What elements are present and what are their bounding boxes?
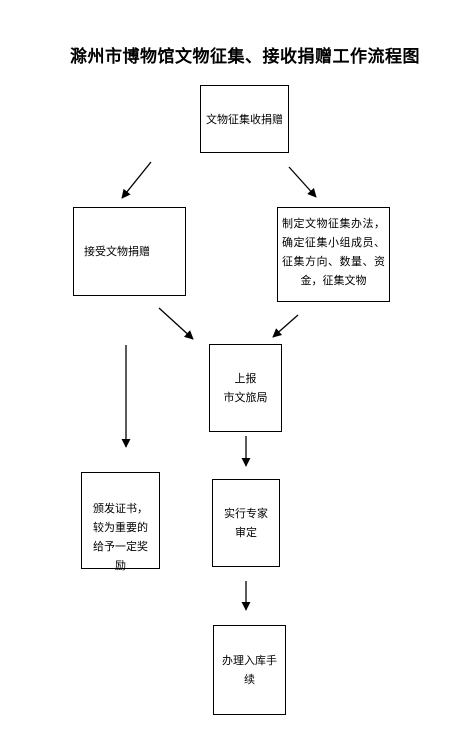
arrow-plan-to-report (272, 314, 299, 338)
node-certificate-label: 颁发证书，较为重要的给予一定奖励 (93, 502, 148, 572)
node-accept-donation: 接受文物捐赠 (73, 207, 186, 296)
page-title: 滁州市博物馆文物征集、接收捐赠工作流程图 (70, 47, 420, 67)
node-storage-label: 办理入库手 续 (222, 654, 277, 686)
node-storage: 办理入库手 续 (213, 625, 286, 715)
node-define-plan-label: 制定文物征集办法，确定征集小组成员、征集方向、数量、资金，征集文物 (282, 217, 385, 287)
node-collect-donation: 文物征集收捐赠 (200, 85, 289, 153)
arrow-top-to-accept (121, 161, 152, 199)
node-collect-donation-label: 文物征集收捐赠 (206, 112, 283, 126)
node-report: 上报 市文旅局 (209, 344, 282, 432)
arrow-top-to-plan (288, 166, 317, 198)
node-accept-donation-label: 接受文物捐赠 (84, 245, 150, 258)
node-expert-review-label: 实行专家 审定 (224, 507, 268, 539)
node-certificate: 颁发证书，较为重要的给予一定奖励 (81, 472, 160, 572)
node-report-label: 上报 市文旅局 (223, 372, 268, 404)
arrow-accept-to-report (158, 307, 194, 340)
node-define-plan: 制定文物征集办法，确定征集小组成员、征集方向、数量、资金，征集文物 (277, 207, 390, 302)
node-expert-review: 实行专家 审定 (212, 479, 280, 567)
